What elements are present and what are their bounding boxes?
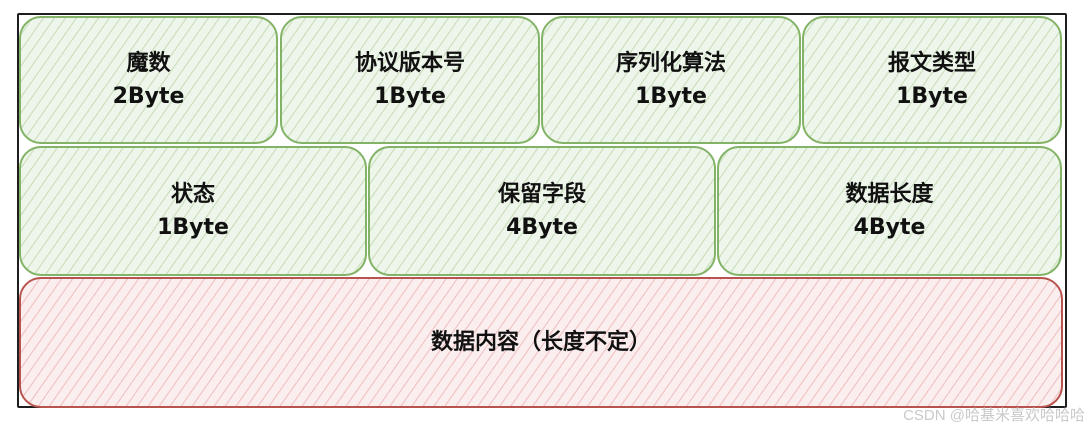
field-name: 数据内容（长度不定） bbox=[430, 330, 651, 355]
field-message-type: 报文类型 1Byte bbox=[802, 16, 1062, 144]
field-size: 1Byte bbox=[157, 215, 229, 240]
field-name: 序列化算法 bbox=[615, 51, 726, 76]
field-magic-number: 魔数 2Byte bbox=[19, 16, 278, 144]
field-name: 报文类型 bbox=[887, 51, 976, 76]
field-name: 协议版本号 bbox=[354, 51, 465, 76]
field-serialization-algorithm: 序列化算法 1Byte bbox=[541, 16, 801, 144]
field-size: 4Byte bbox=[853, 215, 926, 240]
field-data-length: 数据长度 4Byte bbox=[717, 146, 1062, 276]
field-data-content: 数据内容（长度不定） bbox=[19, 277, 1063, 408]
field-protocol-version: 协议版本号 1Byte bbox=[280, 16, 540, 144]
field-size: 1Byte bbox=[635, 84, 707, 109]
field-name: 状态 bbox=[170, 182, 215, 207]
field-name: 数据长度 bbox=[845, 182, 934, 207]
field-status: 状态 1Byte bbox=[19, 146, 367, 276]
field-name: 保留字段 bbox=[497, 182, 586, 207]
field-name: 魔数 bbox=[126, 51, 171, 76]
field-reserved: 保留字段 4Byte bbox=[368, 146, 716, 276]
field-size: 1Byte bbox=[896, 84, 968, 109]
field-size: 4Byte bbox=[506, 215, 578, 240]
field-size: 2Byte bbox=[112, 84, 185, 109]
field-size: 1Byte bbox=[374, 84, 446, 109]
watermark: CSDN @哈基米喜欢哈哈哈 bbox=[903, 407, 1085, 424]
